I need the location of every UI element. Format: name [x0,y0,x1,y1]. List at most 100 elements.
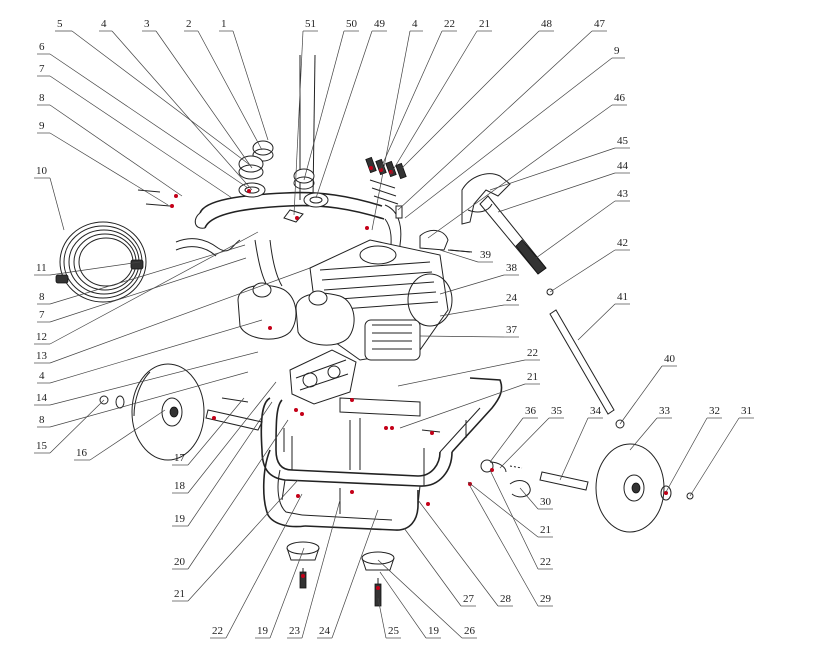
leader-line-9 [404,57,613,219]
leader-line-29 [469,485,539,607]
callout-8: 8 [39,414,45,426]
callout-23: 23 [289,625,301,637]
callout-19: 19 [428,625,440,637]
leader-line-36 [489,417,524,463]
callout-4: 4 [39,370,45,382]
callout-32: 32 [709,405,720,417]
leader-line-30 [519,487,539,510]
leader-line-13 [49,267,311,364]
leader-line-17 [187,397,245,466]
leader-line-4 [111,30,253,191]
pump [289,349,357,405]
callout-12: 12 [36,331,47,343]
callout-36: 36 [525,405,537,417]
leader-line-21 [399,383,526,429]
callout-25: 25 [388,625,400,637]
callout-8: 8 [39,92,45,104]
leader-line-28 [417,499,499,607]
fuel-caps [238,140,329,223]
callout-29: 29 [540,593,552,605]
callout-34: 34 [590,405,602,417]
tanks [237,282,355,346]
callout-47: 47 [594,18,606,30]
leader-line-11 [49,261,141,276]
callout-21: 21 [527,371,538,383]
leader-line-42 [549,249,616,293]
leader-line-8 [49,371,249,428]
right-wheel [480,443,694,533]
leader-line-21 [187,479,299,602]
leader-line-39 [439,249,479,263]
leader-line-15 [49,399,105,454]
callout-48: 48 [541,18,553,30]
leader-line-4 [371,30,411,231]
callout-33: 33 [659,405,671,417]
callout-43: 43 [617,188,629,200]
callout-38: 38 [506,262,518,274]
callout-9: 9 [614,45,620,57]
callout-11: 11 [36,262,47,274]
callout-3: 3 [144,18,150,30]
callout-24: 24 [319,625,331,637]
leader-line-49 [315,30,373,199]
leader-line-1 [232,30,269,141]
callout-15: 15 [36,440,48,452]
leader-line-43 [535,200,616,259]
callout-31: 31 [741,405,752,417]
callout-22: 22 [527,347,538,359]
leader-line-47 [397,30,593,211]
callout-21: 21 [479,18,490,30]
callout-27: 27 [463,593,475,605]
leader-line-37 [419,335,505,338]
callout-45: 45 [617,135,629,147]
callout-9: 9 [39,120,45,132]
rubber-feet [286,541,395,607]
callout-8: 8 [39,291,45,303]
leader-line-22 [489,469,539,570]
leader-line-22 [225,493,303,639]
callout-22: 22 [444,18,455,30]
left-wheel [99,363,263,461]
leader-line-34 [559,417,589,481]
leader-line-51 [293,30,304,216]
callout-19: 19 [257,625,269,637]
leader-line-8 [49,104,183,197]
callout-37: 37 [506,324,518,336]
callout-17: 17 [174,452,186,464]
callout-7: 7 [39,309,45,321]
leader-line-18 [187,381,277,494]
callout-44: 44 [617,160,629,172]
callout-21: 21 [174,588,185,600]
callout-46: 46 [614,92,626,104]
leader-line-25 [377,597,387,639]
leader-line-44 [497,172,616,213]
leader-line-23 [301,499,341,639]
leader-line-50 [303,30,345,181]
leader-line-20 [187,419,289,570]
leader-line-48 [401,30,540,169]
leader-line-21 [389,30,478,176]
callout-19: 19 [174,513,186,525]
callout-13: 13 [36,350,48,362]
leader-line-12 [49,231,259,345]
callout-22: 22 [540,556,551,568]
leader-line-24 [439,304,505,317]
callout-24: 24 [506,292,518,304]
callout-18: 18 [174,480,186,492]
leader-line-26 [377,559,463,639]
callout-39: 39 [480,249,492,261]
leader-line-6 [49,53,249,189]
callout-7: 7 [39,63,45,75]
leader-line-16 [89,409,166,461]
leader-line-22 [379,30,443,171]
callout-2: 2 [186,18,192,30]
leader-line-19 [379,571,427,639]
leader-line-33 [629,417,658,451]
leader-line-7 [49,257,247,323]
leader-line-27 [403,527,462,607]
callout-42: 42 [617,237,628,249]
callout-16: 16 [76,447,88,459]
callout-41: 41 [617,291,628,303]
leader-line-5 [71,30,251,166]
